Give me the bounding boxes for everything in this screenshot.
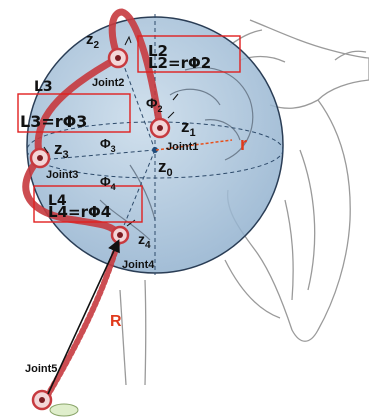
joint4-label: Joint4 xyxy=(122,259,155,271)
r-label: r xyxy=(240,134,247,154)
joint1-label: Joint1 xyxy=(166,141,198,153)
joint3-marker xyxy=(31,149,49,167)
joint3-label: Joint3 xyxy=(46,169,78,181)
l3-title: L3 xyxy=(34,79,53,95)
elbow-pad xyxy=(50,404,78,416)
big-R-label: R xyxy=(110,313,122,330)
l2-equation: L2=rΦ2 xyxy=(148,54,211,72)
joint4-marker xyxy=(112,227,128,243)
joint5-label: Joint5 xyxy=(25,363,57,375)
l3-equation: L3=rΦ3 xyxy=(20,112,87,131)
joint2-label: Joint2 xyxy=(92,77,124,89)
l4-equation: L4=rΦ4 xyxy=(48,203,111,221)
big-R-arrow xyxy=(48,242,118,394)
joint2-marker xyxy=(109,49,127,67)
joint1-marker xyxy=(151,119,169,137)
